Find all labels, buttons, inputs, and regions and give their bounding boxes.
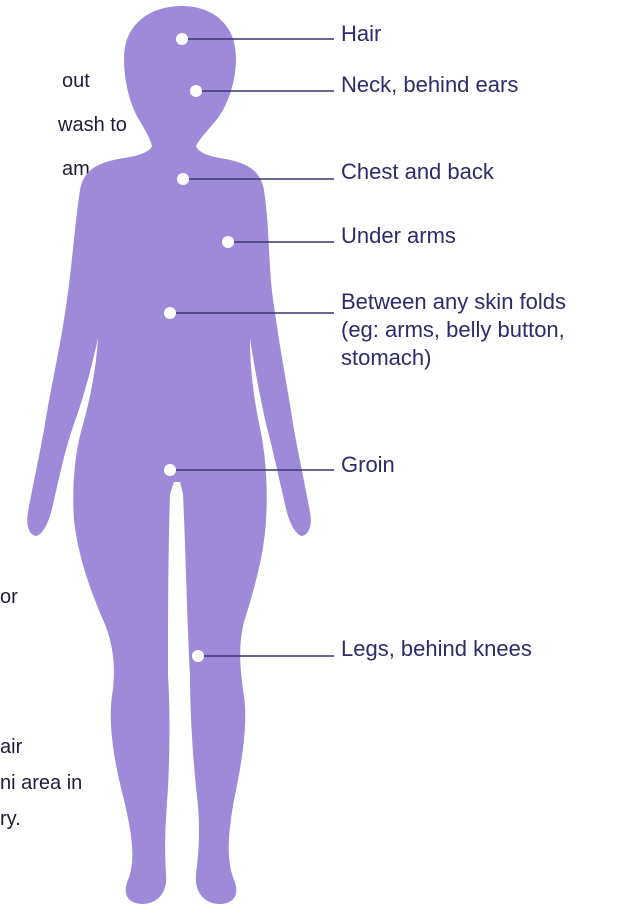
label-chest: Chest and back	[341, 158, 494, 186]
marker-dot-chest	[177, 173, 189, 185]
marker-dot-neck	[190, 85, 202, 97]
label-neck: Neck, behind ears	[341, 71, 518, 99]
marker-dot-legs	[192, 650, 204, 662]
label-skin-folds: Between any skin folds (eg: arms, belly …	[341, 288, 566, 372]
label-hair: Hair	[341, 20, 381, 48]
body-silhouette	[27, 6, 310, 904]
label-skin-folds-line2: (eg: arms, belly button,	[341, 316, 566, 344]
label-groin: Groin	[341, 451, 395, 479]
marker-dot-hair	[176, 33, 188, 45]
label-skin-folds-line1: Between any skin folds	[341, 288, 566, 316]
marker-dot-underarms	[222, 236, 234, 248]
label-legs: Legs, behind knees	[341, 635, 532, 663]
marker-dot-groin	[164, 464, 176, 476]
marker-dot-skin-folds	[164, 307, 176, 319]
label-skin-folds-line3: stomach)	[341, 344, 566, 372]
label-underarms: Under arms	[341, 222, 456, 250]
